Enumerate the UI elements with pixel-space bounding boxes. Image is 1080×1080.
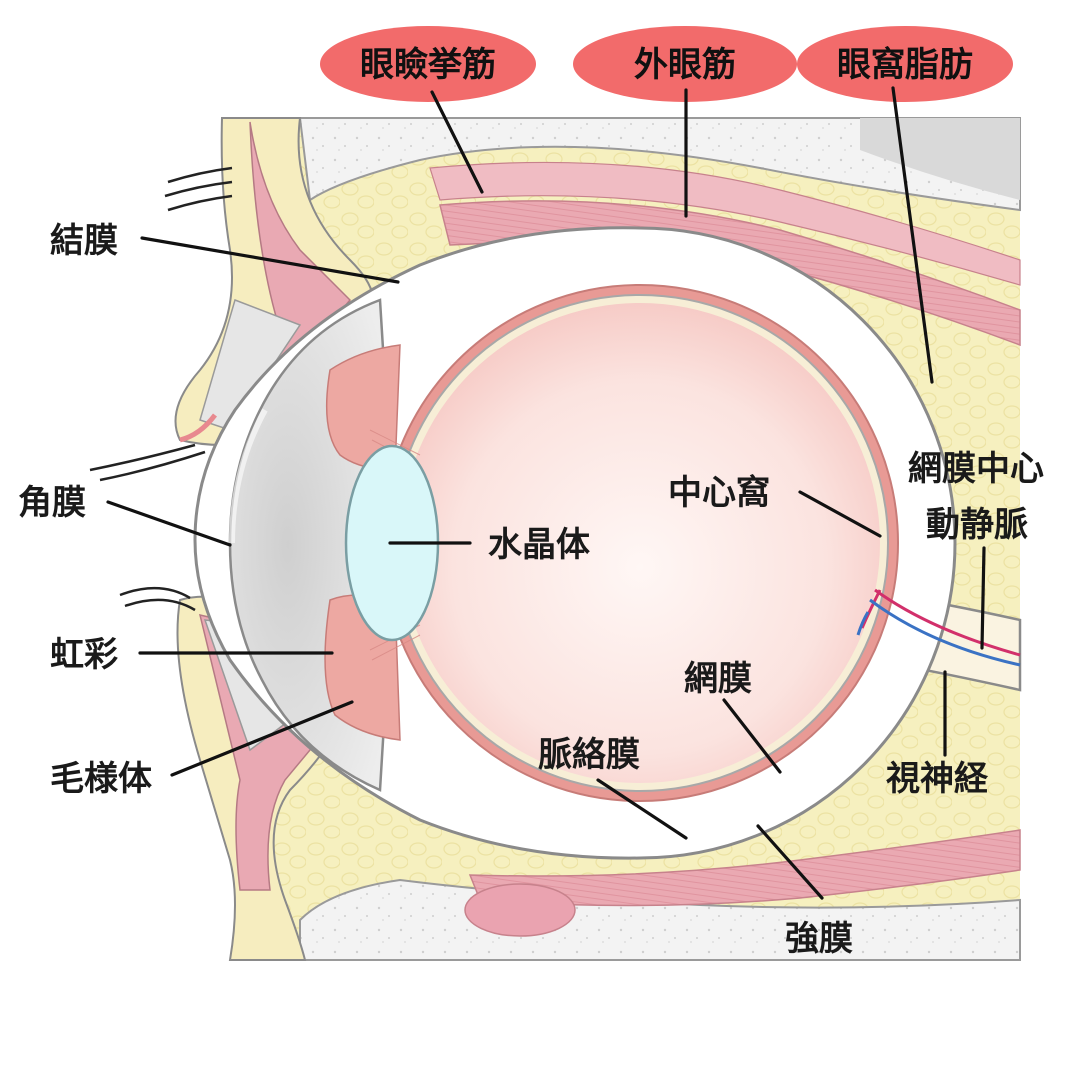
label-optic-nerve: 視神経 bbox=[886, 759, 989, 799]
lower-eyelashes bbox=[119, 586, 196, 612]
eyeball bbox=[193, 226, 1021, 860]
label-conjunctiva: 結膜 bbox=[50, 221, 118, 261]
leader-retina bbox=[722, 698, 782, 774]
leader-fovea bbox=[798, 490, 882, 538]
leader-lines bbox=[106, 86, 986, 900]
label-fovea: 中心窩 bbox=[668, 473, 770, 513]
label-choroid: 脈絡膜 bbox=[538, 735, 640, 775]
leader-orbital-fat bbox=[891, 86, 934, 384]
label-extraocular: 外眼筋 bbox=[634, 45, 736, 85]
leader-ciliary bbox=[170, 700, 354, 777]
badge-orbital-fat: 眼窩脂肪 bbox=[797, 26, 1013, 102]
badge-levator: 眼瞼挙筋 bbox=[320, 26, 536, 102]
leader-conjunctiva bbox=[140, 236, 400, 284]
label-cornea: 角膜 bbox=[18, 483, 86, 523]
label-orbital-fat: 眼窩脂肪 bbox=[837, 45, 973, 85]
label-iris: 虹彩 bbox=[50, 635, 118, 675]
label-retinal-vessel-line1: 網膜中心 bbox=[908, 449, 1044, 489]
leader-cornea bbox=[106, 500, 232, 547]
label-sclera: 強膜 bbox=[785, 919, 853, 959]
label-retina: 網膜 bbox=[684, 659, 752, 699]
leader-retinal-vessel bbox=[980, 546, 986, 650]
upper-eyelashes bbox=[89, 166, 233, 482]
badge-extraocular: 外眼筋 bbox=[573, 26, 797, 102]
leader-sclera bbox=[756, 824, 824, 900]
leader-levator bbox=[430, 90, 484, 194]
label-retinal-vessel-line2: 動静脈 bbox=[926, 505, 1028, 545]
label-levator: 眼瞼挙筋 bbox=[360, 45, 496, 85]
label-ciliary-body: 毛様体 bbox=[50, 759, 152, 799]
label-lens: 水晶体 bbox=[488, 525, 590, 565]
leader-choroid bbox=[596, 778, 688, 840]
